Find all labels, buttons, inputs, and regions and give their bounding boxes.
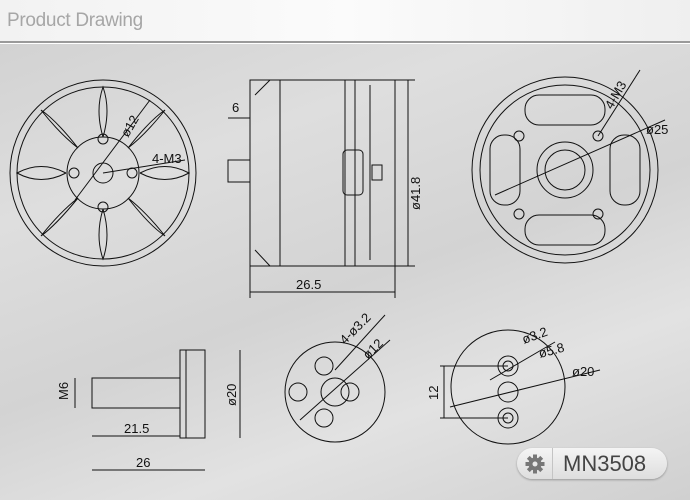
mount-spacing-label: 12 xyxy=(426,386,441,400)
rear-screw-label: 4-M3 xyxy=(602,78,630,111)
header: Product Drawing xyxy=(0,0,690,43)
shaft-thread-label: M6 xyxy=(56,382,71,400)
prop-adapter-view: 4-ø3.2 ø12 xyxy=(284,310,391,443)
rear-view: 4-M3 ø25 xyxy=(471,69,668,264)
front-screw-label: 4-M3 xyxy=(152,151,182,166)
adapter-pcd-label: ø12 xyxy=(360,336,386,362)
front-view: ø12 4-M3 xyxy=(9,79,197,267)
side-view: 6 ø41.8 26.5 xyxy=(227,79,423,298)
page-title: Product Drawing xyxy=(7,10,143,31)
shaft-length-b-label: 26 xyxy=(136,455,150,470)
side-shaft-label: 6 xyxy=(232,100,239,115)
shaft-length-a-label: 21.5 xyxy=(124,421,149,436)
shaft-diameter-label: ø20 xyxy=(224,384,239,406)
side-diameter-label: ø41.8 xyxy=(408,177,423,210)
side-height-label: 26.5 xyxy=(296,277,321,292)
rear-pcd-label: ø25 xyxy=(646,122,668,137)
model-name: MN3508 xyxy=(563,450,647,476)
shaft-view: M6 21.5 26 ø20 xyxy=(56,349,241,471)
gear-icon xyxy=(517,448,553,479)
mount-counterbore-label: ø5.8 xyxy=(537,340,566,361)
model-badge: MN3508 xyxy=(517,448,667,479)
mount-view: 12 ø3.2 ø5.8 ø20 xyxy=(426,324,601,445)
mount-diameter-label: ø20 xyxy=(572,364,594,379)
